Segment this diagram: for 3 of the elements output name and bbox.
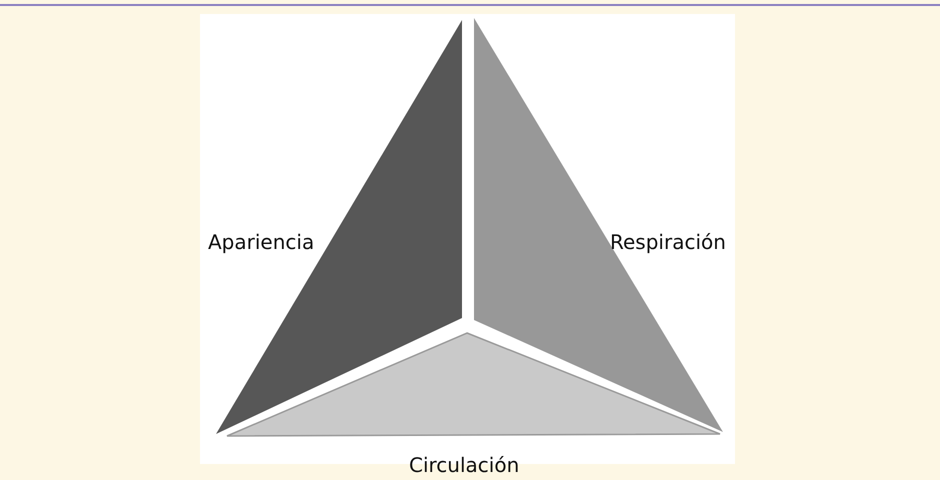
face-label: Respiración [610,230,726,254]
face-label: Circulación [409,453,520,477]
face-label: Apariencia [208,230,314,254]
